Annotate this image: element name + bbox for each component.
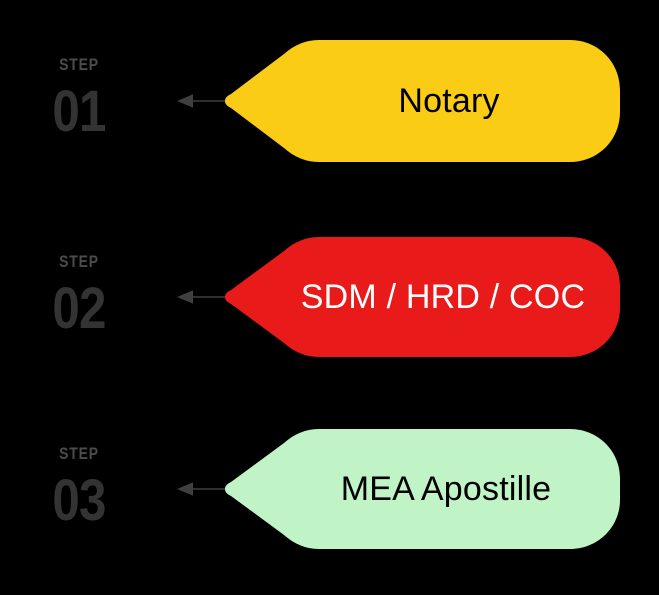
arrow-left-icon (172, 287, 230, 307)
step-banner-2[interactable]: SDM / HRD / COC (222, 237, 620, 357)
step-word-label: STEP (59, 55, 99, 74)
arrow-left-icon (172, 479, 230, 499)
step-label-group-2: STEP 02 (0, 253, 158, 338)
step-number-label: 03 (52, 468, 106, 533)
step-word-label: STEP (59, 252, 99, 271)
step-word-label: STEP (59, 444, 99, 463)
step-row: STEP 01 Notary (0, 40, 659, 162)
banner-shape (225, 237, 620, 357)
step-label-group-1: STEP 01 (0, 56, 158, 141)
banner-shape (225, 429, 620, 549)
step-number-label: 01 (52, 79, 106, 144)
step-number-label: 02 (52, 276, 106, 341)
step-row: STEP 03 MEA Apostille (0, 429, 659, 549)
step-row: STEP 02 SDM / HRD / COC (0, 237, 659, 357)
step-banner-3[interactable]: MEA Apostille (222, 429, 620, 549)
step-label-group-3: STEP 03 (0, 445, 158, 530)
banner-shape (225, 40, 620, 162)
step-banner-1[interactable]: Notary (222, 40, 620, 162)
arrow-left-icon (172, 91, 230, 111)
